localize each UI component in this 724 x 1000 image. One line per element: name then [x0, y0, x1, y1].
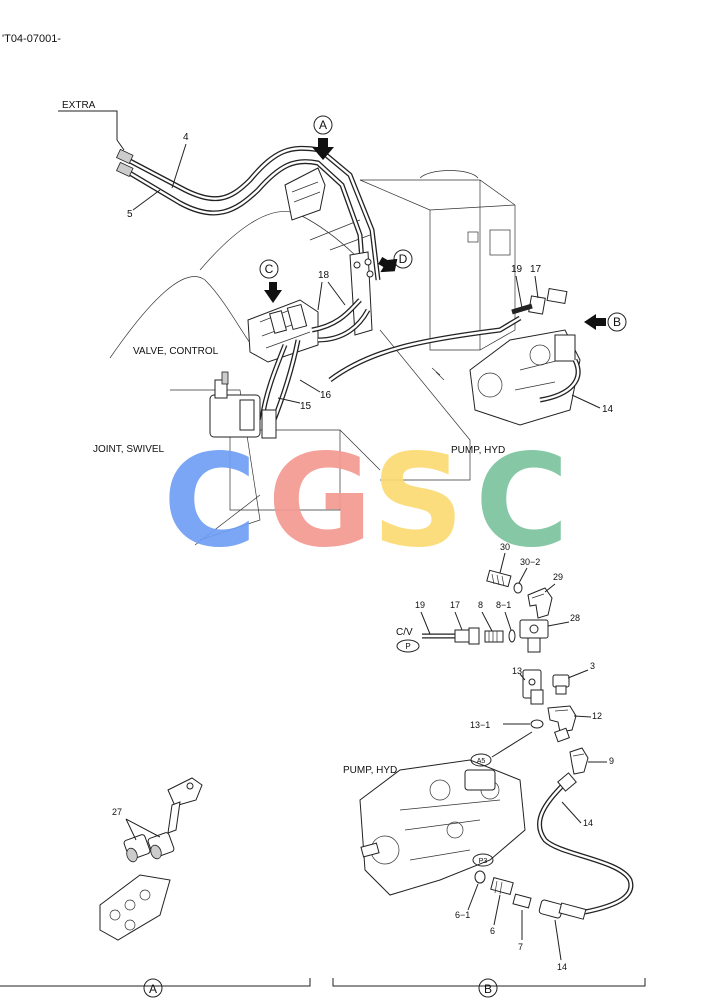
callout-c: C	[265, 262, 274, 276]
arrow-left-icon-b	[584, 314, 606, 330]
watermark-letter-c1: C	[163, 427, 257, 576]
label-joint-swivel: JOINT, SWIVEL	[93, 444, 165, 455]
detail-30: 30	[500, 542, 510, 552]
detail-14a: 14	[583, 818, 593, 828]
callout-b-circle	[607, 312, 627, 332]
callout-d: D	[399, 252, 408, 266]
detail-29: 29	[553, 572, 563, 582]
detail-14b: 14	[557, 962, 567, 972]
hose-14-top	[539, 358, 581, 403]
section-divider	[0, 978, 646, 987]
watermark-letter-g: G	[267, 427, 372, 576]
port-p3-circle	[472, 853, 494, 867]
part-18: 18	[318, 270, 330, 281]
detail-8: 8	[478, 600, 483, 610]
machine-outline	[109, 170, 516, 546]
elbow-29	[527, 587, 553, 619]
fitting-6	[490, 877, 514, 895]
section-a-circle	[143, 978, 163, 998]
label-pump-hyd-top: PUMP, HYD	[451, 445, 505, 456]
callout-a-circle	[313, 115, 333, 135]
port-p-circle	[396, 639, 420, 653]
pump-top	[469, 329, 581, 426]
watermark-letter-s: S	[372, 427, 464, 576]
oring-6-1	[474, 870, 486, 884]
detail-28: 28	[570, 613, 580, 623]
detail-8-1: 8−1	[496, 600, 511, 610]
callout-c-circle	[259, 259, 279, 279]
port-a5-circle	[470, 753, 492, 767]
part-4: 4	[183, 132, 189, 143]
arrow-down-icon-c	[264, 282, 282, 303]
part-5: 5	[127, 209, 133, 220]
detail-13-1: 13−1	[470, 720, 490, 730]
watermark-letter-c2: C	[475, 427, 569, 576]
section-label-a: A	[149, 982, 157, 996]
oring-13-1	[530, 719, 544, 729]
part-14: 14	[602, 404, 614, 415]
fittings-17-19	[511, 287, 568, 315]
detail-6: 6	[490, 926, 495, 936]
label-cv: C/V	[396, 627, 413, 638]
callout-d-circle	[393, 249, 413, 269]
detail-19: 19	[415, 600, 425, 610]
doc-code: 'T04-07001-	[2, 33, 61, 45]
part-17: 17	[530, 264, 542, 275]
detail-6-1: 6−1	[455, 910, 470, 920]
fitting-8	[484, 630, 504, 643]
detail-7: 7	[518, 942, 523, 952]
detail-a-bracket	[167, 777, 203, 834]
oring-30-2	[513, 582, 523, 594]
pump-detail	[359, 759, 526, 896]
hose-14-detail	[537, 772, 634, 915]
label-valve-control: VALVE, CONTROL	[133, 346, 219, 357]
oring-8-1	[508, 629, 516, 643]
port-a5: A5	[477, 758, 486, 765]
section-label-b: B	[484, 982, 492, 996]
port-p: P	[405, 642, 410, 651]
part-19: 19	[511, 264, 523, 275]
part-15: 15	[300, 401, 312, 412]
tee-28	[519, 619, 549, 653]
fitting-7	[512, 893, 532, 909]
callout-b: B	[613, 315, 621, 329]
label-pump-hyd-detail: PUMP, HYD	[343, 765, 397, 776]
detail-17: 17	[450, 600, 460, 610]
detail-3: 3	[590, 661, 595, 671]
detail-13: 13	[512, 666, 522, 676]
detail-9: 9	[609, 756, 614, 766]
fitting-30	[486, 569, 512, 588]
label-extra: EXTRA	[62, 100, 96, 111]
fitting-14-end	[538, 899, 587, 920]
elbow-12	[547, 705, 577, 743]
tee-13	[522, 669, 544, 705]
detail-a-block	[99, 874, 171, 941]
section-b-circle	[478, 978, 498, 998]
swivel-joint	[209, 371, 277, 439]
watermark: C G S C	[163, 427, 569, 576]
arrow-down-icon	[312, 138, 334, 160]
detail-30-2: 30−2	[520, 557, 540, 567]
fitting-27	[123, 832, 175, 863]
port-p3: P3	[479, 858, 488, 865]
callout-a: A	[319, 118, 327, 132]
arrow-left-icon	[378, 257, 398, 273]
manifold-block-a	[284, 167, 326, 221]
part-16: 16	[320, 390, 332, 401]
detail-12: 12	[592, 711, 602, 721]
detail-27: 27	[112, 807, 122, 817]
plug-3	[552, 674, 570, 695]
fitting-17-detail	[454, 627, 480, 645]
elbow-9	[569, 747, 589, 775]
control-valve	[247, 299, 319, 363]
extra-hoses	[116, 145, 381, 301]
